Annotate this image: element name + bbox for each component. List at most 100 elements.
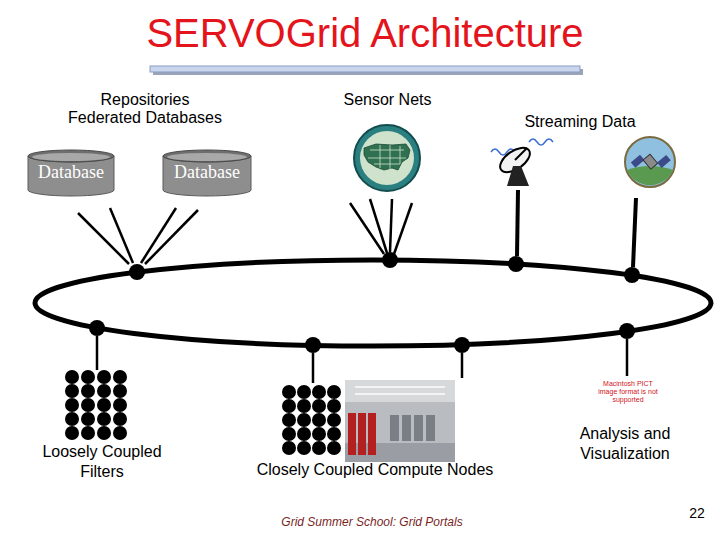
spoke-line bbox=[390, 199, 392, 252]
database-cylinder: Database bbox=[28, 150, 114, 196]
spoke-line bbox=[141, 208, 176, 263]
ring-node bbox=[624, 267, 640, 283]
spoke-line bbox=[370, 199, 387, 253]
spoke-line bbox=[312, 353, 315, 383]
filter-node bbox=[97, 426, 111, 440]
filter-node bbox=[113, 426, 127, 440]
filter-node bbox=[81, 370, 95, 384]
spoke-line bbox=[394, 203, 412, 254]
database-top-inner bbox=[32, 153, 110, 161]
compute-node bbox=[297, 413, 311, 427]
slide-title: SERVOGrid Architecture bbox=[60, 10, 670, 56]
satellite-panel bbox=[631, 155, 645, 168]
component-group: Streaming Data bbox=[485, 110, 685, 194]
node-label: Loosely Coupled Filters bbox=[37, 442, 167, 482]
server-cabinet bbox=[358, 413, 366, 455]
server-cabinet bbox=[368, 413, 376, 455]
compute-node bbox=[312, 427, 326, 441]
compute-node bbox=[327, 399, 341, 413]
spoke-line bbox=[145, 210, 198, 264]
database-top-inner bbox=[167, 153, 247, 161]
compute-node bbox=[282, 385, 296, 399]
compute-node bbox=[297, 441, 311, 455]
group-heading: Repositories Federated Databases bbox=[64, 91, 226, 127]
database-top bbox=[163, 150, 251, 162]
machine-room-ceiling bbox=[345, 380, 455, 402]
compute-node bbox=[327, 427, 341, 441]
compute-node bbox=[282, 399, 296, 413]
database-cylinder: Database bbox=[163, 150, 251, 196]
ring-node bbox=[129, 264, 145, 280]
footer-caption: Grid Summer School: Grid Portals bbox=[222, 515, 522, 530]
signal-wave bbox=[529, 139, 553, 145]
compute-node bbox=[282, 413, 296, 427]
filter-node bbox=[113, 398, 127, 412]
ring-node bbox=[508, 256, 524, 272]
filter-node bbox=[65, 412, 79, 426]
spoke-line bbox=[517, 190, 518, 256]
grid-ring bbox=[35, 260, 711, 346]
node-label: Closely Coupled Compute Nodes bbox=[230, 460, 520, 480]
spoke-line bbox=[110, 208, 133, 263]
filter-node bbox=[81, 398, 95, 412]
component-group: Loosely Coupled Filters bbox=[35, 365, 170, 485]
title-bar bbox=[150, 66, 580, 72]
sensor-map-usa bbox=[364, 144, 410, 170]
compute-node bbox=[312, 399, 326, 413]
compute-node bbox=[327, 413, 341, 427]
satellite-badge bbox=[625, 137, 675, 187]
ring-node bbox=[619, 323, 635, 339]
compute-node bbox=[282, 441, 296, 455]
filter-node bbox=[113, 412, 127, 426]
server-cabinet bbox=[348, 413, 356, 455]
compute-node bbox=[312, 413, 326, 427]
ring-node bbox=[454, 337, 470, 353]
filter-node bbox=[81, 426, 95, 440]
filter-node bbox=[113, 384, 127, 398]
filter-node bbox=[81, 412, 95, 426]
node-label: Streaming Data bbox=[515, 112, 645, 132]
compute-node bbox=[327, 385, 341, 399]
dish-feed bbox=[515, 148, 527, 160]
spoke-line bbox=[78, 213, 129, 264]
dish-stand bbox=[507, 166, 529, 186]
database-top bbox=[28, 150, 114, 162]
filter-node bbox=[97, 384, 111, 398]
spoke-line bbox=[96, 336, 99, 370]
filter-node bbox=[97, 398, 111, 412]
machine-room-lights bbox=[355, 387, 445, 394]
spoke-line bbox=[626, 339, 629, 376]
database-body bbox=[28, 156, 114, 196]
server-cabinet bbox=[414, 415, 423, 441]
sensor-map-ring bbox=[354, 125, 420, 191]
filter-node bbox=[97, 412, 111, 426]
page-number: 22 bbox=[680, 505, 714, 521]
filter-node bbox=[65, 370, 79, 384]
compute-node bbox=[282, 427, 296, 441]
satellite-panel bbox=[657, 155, 671, 168]
machine-room-photo bbox=[345, 380, 455, 462]
spoke-line bbox=[461, 353, 464, 378]
component-group: Sensor Nets bbox=[340, 88, 435, 193]
database-body bbox=[163, 156, 251, 196]
image-placeholder bbox=[597, 378, 661, 414]
filter-node bbox=[81, 384, 95, 398]
filter-node bbox=[65, 426, 79, 440]
server-cabinet bbox=[426, 415, 435, 441]
node-label: Analysis and Visualization bbox=[562, 424, 688, 464]
filter-node bbox=[97, 370, 111, 384]
spoke-line bbox=[633, 198, 636, 267]
compute-node bbox=[312, 385, 326, 399]
sensor-map-face bbox=[360, 131, 414, 185]
ring-node bbox=[382, 252, 398, 268]
ring-node bbox=[89, 320, 105, 336]
sensor-map-grid bbox=[368, 145, 406, 169]
node-label: Database bbox=[163, 162, 251, 182]
compute-node bbox=[297, 427, 311, 441]
compute-node bbox=[327, 441, 341, 455]
server-cabinet bbox=[390, 415, 399, 441]
ring-node bbox=[305, 337, 321, 353]
filter-node bbox=[113, 370, 127, 384]
